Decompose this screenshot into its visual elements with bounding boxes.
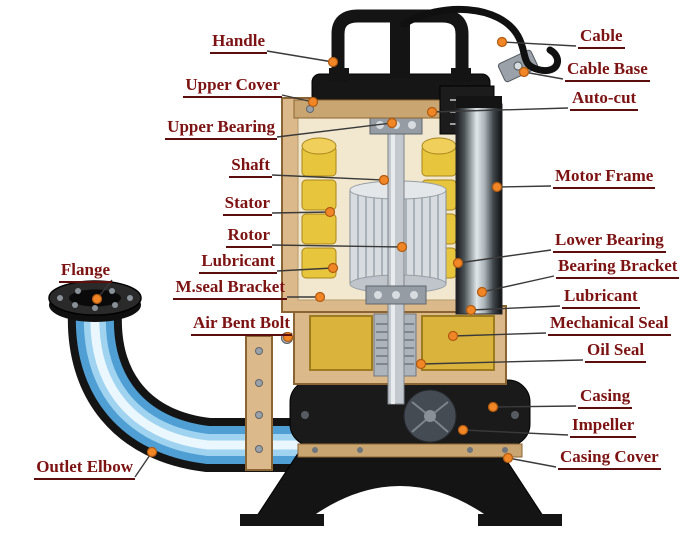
volute-casing: [289, 379, 531, 458]
label-oil-seal: Oil Seal: [585, 340, 647, 363]
seal-housing-left: [309, 315, 373, 371]
label-shaft-text: Shaft: [229, 155, 272, 178]
label-upper-bearing: Upper Bearing: [112, 117, 277, 140]
label-rotor-text: Rotor: [225, 225, 272, 248]
label-air-bent-bolt: Air Bent Bolt: [157, 313, 292, 336]
leader-dots: [91, 36, 530, 464]
label-cable: Cable: [578, 26, 625, 49]
label-flange-text: Flange: [58, 260, 112, 283]
label-oil-seal-text: Oil Seal: [585, 340, 647, 363]
label-casing: Casing: [578, 386, 633, 409]
label-lower-bearing: Lower Bearing: [553, 230, 666, 253]
casing-cover-band: [297, 443, 523, 458]
label-mechanical-seal: Mechanical Seal: [548, 313, 671, 336]
motor-housing: [281, 97, 477, 405]
label-outlet-elbow-text: Outlet Elbow: [34, 457, 135, 480]
label-casing-cover-text: Casing Cover: [558, 447, 661, 470]
label-shaft: Shaft: [152, 155, 272, 178]
label-auto-cut-text: Auto-cut: [570, 88, 639, 111]
label-outlet-elbow: Outlet Elbow: [15, 457, 135, 480]
label-air-bent-bolt-text: Air Bent Bolt: [191, 313, 292, 336]
label-auto-cut: Auto-cut: [570, 88, 639, 111]
label-cable-base-text: Cable Base: [565, 59, 650, 82]
label-lubricant-lower-text: Lubricant: [562, 286, 640, 309]
label-upper-bearing-text: Upper Bearing: [165, 117, 277, 140]
label-bearing-bracket-text: Bearing Bracket: [556, 256, 680, 279]
label-lower-bearing-text: Lower Bearing: [553, 230, 666, 253]
seal-housing-right: [421, 315, 495, 371]
cable-assembly: [400, 5, 562, 83]
label-impeller: Impeller: [570, 415, 637, 438]
cable-line: [400, 5, 562, 75]
handle-arch: [329, 9, 471, 82]
label-stator: Stator: [157, 193, 272, 216]
label-upper-cover: Upper Cover: [125, 75, 282, 98]
label-lubricant-upper-text: Lubricant: [199, 251, 277, 274]
leader-lines: [96, 41, 584, 478]
label-handle: Handle: [140, 31, 267, 54]
discharge-flange-plate: [245, 335, 273, 471]
label-casing-text: Casing: [578, 386, 633, 409]
label-cable-base: Cable Base: [565, 59, 650, 82]
label-lubricant-upper: Lubricant: [152, 251, 277, 274]
label-mseal-bracket: M.seal Bracket: [117, 277, 287, 300]
label-handle-text: Handle: [210, 31, 267, 54]
label-stator-text: Stator: [222, 193, 272, 216]
label-mseal-bracket-text: M.seal Bracket: [173, 277, 287, 300]
label-impeller-text: Impeller: [570, 415, 637, 438]
motor-frame-glass: [455, 103, 503, 315]
flange-disc: [48, 280, 142, 322]
label-bearing-bracket: Bearing Bracket: [556, 256, 680, 279]
label-flange: Flange: [32, 260, 112, 283]
motor-frame-top-band: [456, 96, 502, 108]
shaft-rod: [387, 103, 405, 405]
label-mechanical-seal-text: Mechanical Seal: [548, 313, 671, 336]
label-casing-cover: Casing Cover: [558, 447, 661, 470]
label-lubricant-lower: Lubricant: [562, 286, 640, 309]
label-rotor: Rotor: [157, 225, 272, 248]
label-cable-text: Cable: [578, 26, 625, 49]
lower-bearing-block: [365, 285, 427, 305]
label-motor-frame-text: Motor Frame: [553, 166, 656, 189]
label-upper-cover-text: Upper Cover: [183, 75, 282, 98]
label-motor-frame: Motor Frame: [553, 166, 656, 189]
outlet-elbow-pipe: [67, 310, 318, 472]
